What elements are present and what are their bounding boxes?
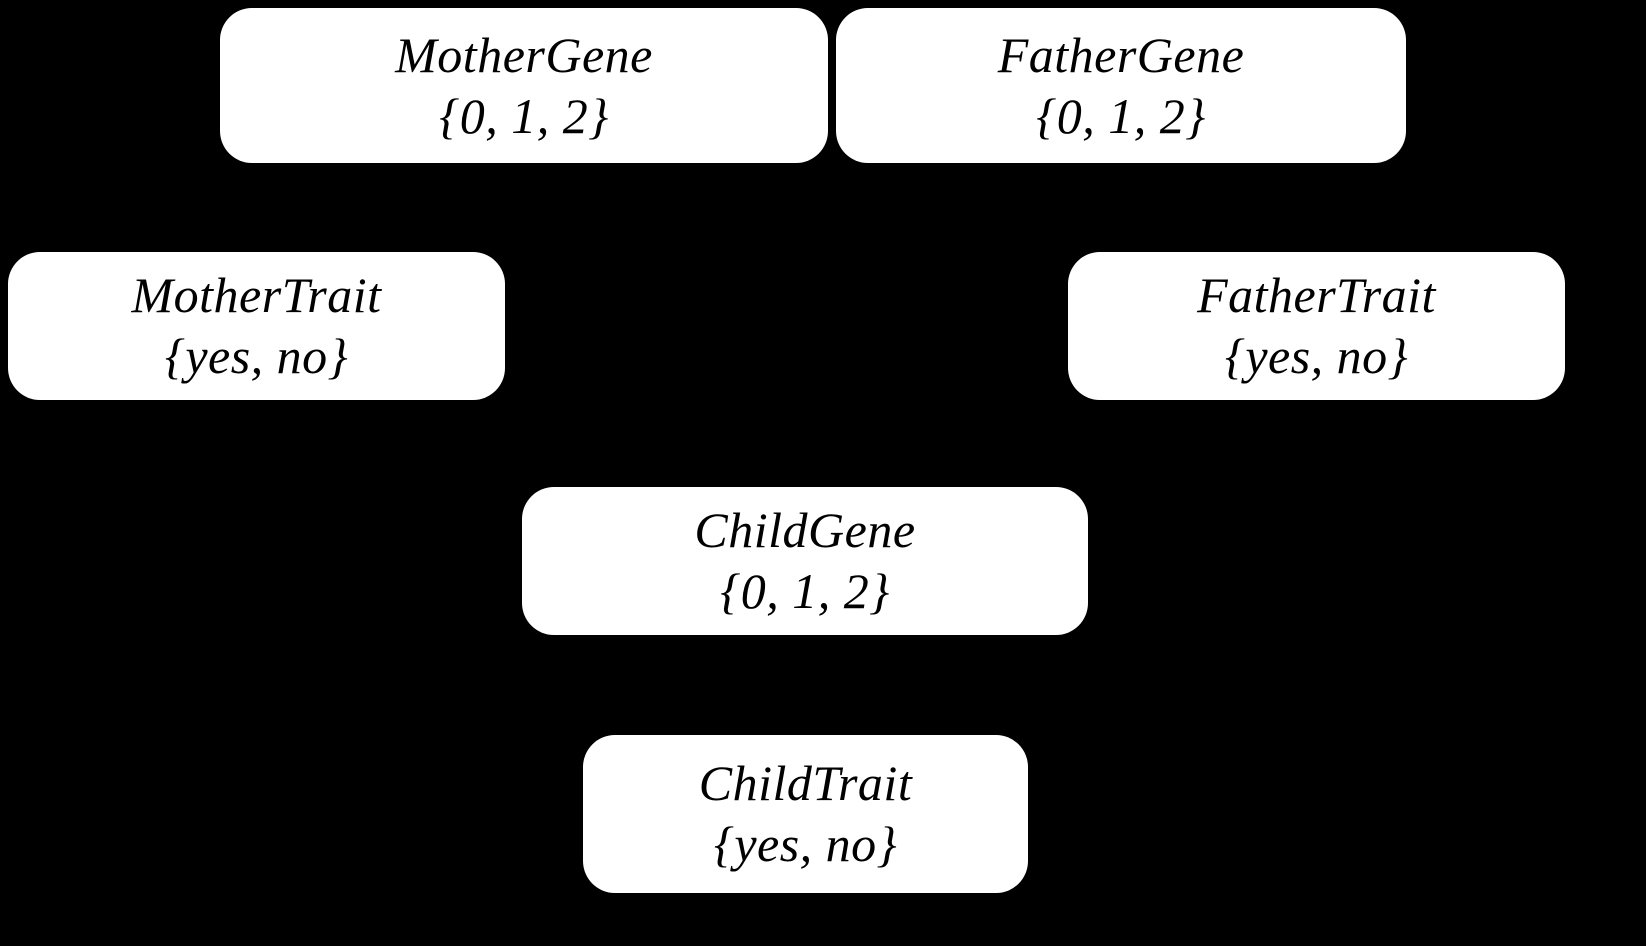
node-label-mother-gene: MotherGene: [395, 26, 653, 83]
node-label-father-trait: FatherTrait: [1197, 267, 1436, 323]
node-mother-gene[interactable]: MotherGene{0, 1, 2}: [220, 8, 828, 163]
node-father-gene[interactable]: FatherGene{0, 1, 2}: [836, 8, 1406, 163]
node-label-child-gene: ChildGene: [694, 502, 916, 558]
node-domain-mother-gene: {0, 1, 2}: [439, 87, 609, 144]
node-domain-father-trait: {yes, no}: [1224, 328, 1409, 384]
node-domain-child-trait: {yes, no}: [713, 816, 898, 872]
node-domain-father-gene: {0, 1, 2}: [1036, 87, 1206, 144]
node-domain-mother-trait: {yes, no}: [164, 328, 349, 384]
node-child-trait[interactable]: ChildTrait{yes, no}: [583, 735, 1028, 893]
node-label-father-gene: FatherGene: [997, 26, 1245, 83]
node-mother-trait[interactable]: MotherTrait{yes, no}: [8, 252, 505, 400]
node-label-mother-trait: MotherTrait: [131, 267, 382, 323]
node-domain-child-gene: {0, 1, 2}: [720, 563, 890, 619]
node-label-child-trait: ChildTrait: [698, 755, 913, 811]
node-father-trait[interactable]: FatherTrait{yes, no}: [1068, 252, 1565, 400]
node-child-gene[interactable]: ChildGene{0, 1, 2}: [522, 487, 1088, 635]
